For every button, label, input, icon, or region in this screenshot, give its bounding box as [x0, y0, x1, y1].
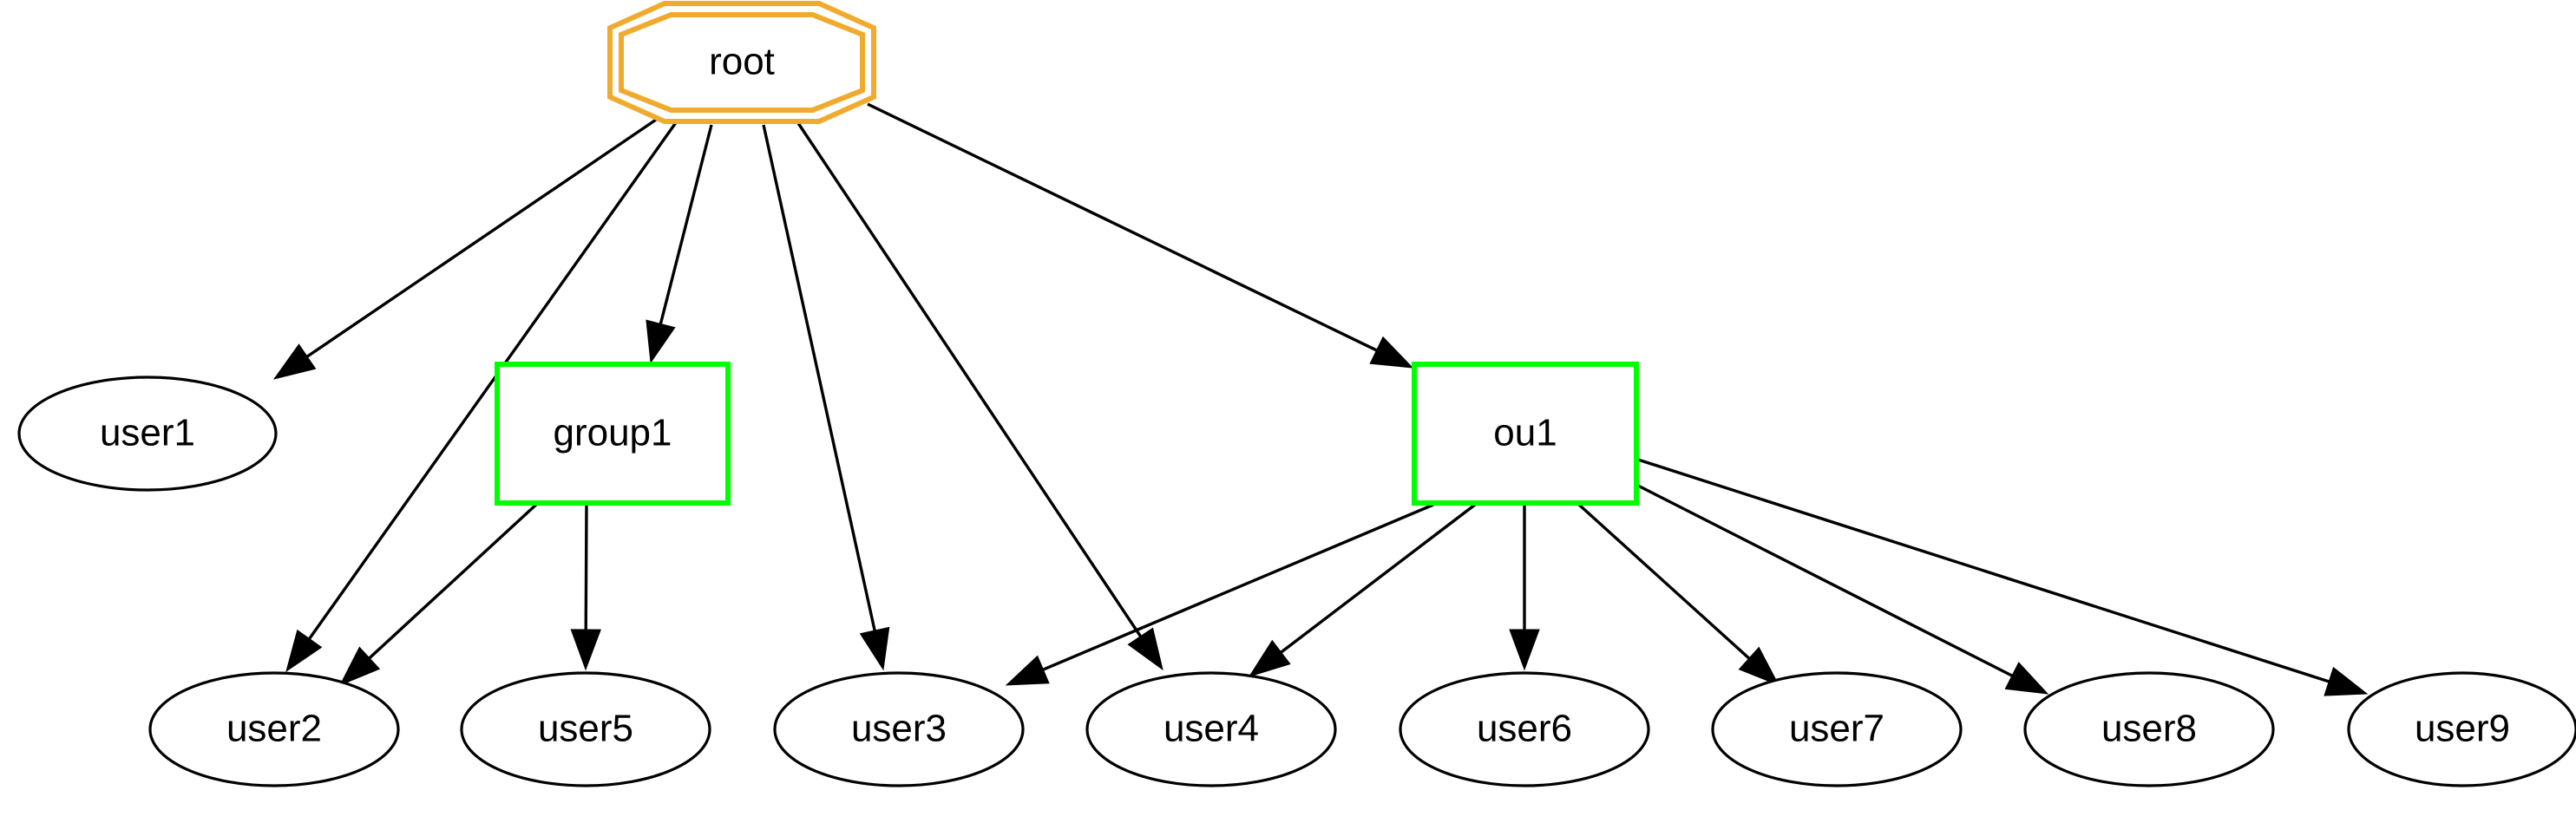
- node-shape-ellipse[interactable]: [1085, 671, 1337, 787]
- edge-line: [658, 124, 713, 330]
- node-shape-octagon-outer[interactable]: [607, 0, 876, 124]
- node-user5[interactable]: user5: [460, 671, 711, 787]
- node-ou1[interactable]: ou1: [1412, 362, 1639, 506]
- edge-line: [1637, 458, 2335, 685]
- arrowhead-icon: [1127, 627, 1163, 671]
- edge-line: [1275, 503, 1477, 657]
- arrowhead-icon: [1369, 336, 1414, 369]
- edge-ou1-to-user6: [1509, 505, 1540, 671]
- arrowhead-icon: [2004, 662, 2049, 695]
- edge-root-to-user2: [285, 121, 678, 673]
- edge-ou1-to-user7: [1577, 503, 1780, 686]
- node-user9[interactable]: user9: [2347, 671, 2576, 787]
- arrowhead-icon: [1248, 639, 1291, 677]
- node-user2[interactable]: user2: [148, 671, 400, 787]
- node-user3[interactable]: user3: [773, 671, 1025, 787]
- node-shape-octagon-fill: [610, 3, 874, 121]
- edge-root-to-user4: [796, 122, 1163, 671]
- edge-root-to-ou1: [867, 102, 1414, 369]
- edge-ou1-to-user3: [1005, 503, 1434, 686]
- arrowhead-icon: [570, 629, 601, 671]
- node-shape-box[interactable]: [495, 362, 731, 506]
- node-user7[interactable]: user7: [1711, 671, 1963, 787]
- arrowhead-icon: [646, 319, 676, 364]
- node-root[interactable]: root: [607, 0, 876, 124]
- node-shape-ellipse[interactable]: [148, 671, 400, 787]
- arrowhead-icon: [1005, 655, 1050, 686]
- edge-line: [867, 102, 1382, 355]
- node-user4[interactable]: user4: [1085, 671, 1337, 787]
- edge-root-to-user1: [272, 114, 662, 380]
- node-shape-ellipse[interactable]: [773, 671, 1025, 787]
- arrowhead-icon: [1509, 629, 1540, 671]
- node-shape-ellipse[interactable]: [2023, 671, 2275, 787]
- node-user8[interactable]: user8: [2023, 671, 2275, 787]
- edge-line: [305, 121, 678, 644]
- edge-ou1-to-user9: [1637, 458, 2369, 696]
- node-user6[interactable]: user6: [1399, 671, 1650, 787]
- edges-layer: [272, 102, 2369, 696]
- edge-group1-to-user2: [338, 501, 540, 686]
- edge-line: [762, 124, 878, 637]
- node-user1[interactable]: user1: [17, 376, 278, 492]
- edge-line: [302, 114, 662, 361]
- edge-root-to-user3: [762, 124, 890, 671]
- edge-root-to-group1: [646, 124, 713, 364]
- arrowhead-icon: [2324, 666, 2369, 696]
- node-shape-ellipse[interactable]: [17, 376, 278, 492]
- node-shape-ellipse[interactable]: [460, 671, 711, 787]
- node-shape-octagon-inner: [619, 12, 865, 113]
- edge-line: [796, 122, 1145, 642]
- arrowhead-icon: [338, 646, 381, 686]
- node-shape-ellipse[interactable]: [2347, 671, 2576, 787]
- node-group1[interactable]: group1: [495, 362, 731, 506]
- edge-line: [1637, 484, 2018, 680]
- node-shape-ellipse[interactable]: [1399, 671, 1650, 787]
- edge-ou1-to-user8: [1637, 484, 2049, 695]
- arrowhead-icon: [285, 629, 323, 673]
- edge-line: [1038, 503, 1434, 673]
- nodes-layer: root user1 group1 ou1 user2 user5 user3 user4 us…: [17, 0, 2576, 787]
- arrowhead-icon: [1738, 646, 1780, 686]
- edge-ou1-to-user4: [1248, 503, 1477, 677]
- edge-line: [1577, 503, 1754, 663]
- arrowhead-icon: [859, 626, 890, 671]
- edge-line: [364, 501, 540, 663]
- edge-group1-to-user5: [570, 502, 601, 671]
- node-shape-ellipse[interactable]: [1711, 671, 1963, 787]
- arrowhead-icon: [272, 343, 317, 380]
- node-shape-box[interactable]: [1412, 362, 1639, 506]
- edge-line: [584, 502, 588, 636]
